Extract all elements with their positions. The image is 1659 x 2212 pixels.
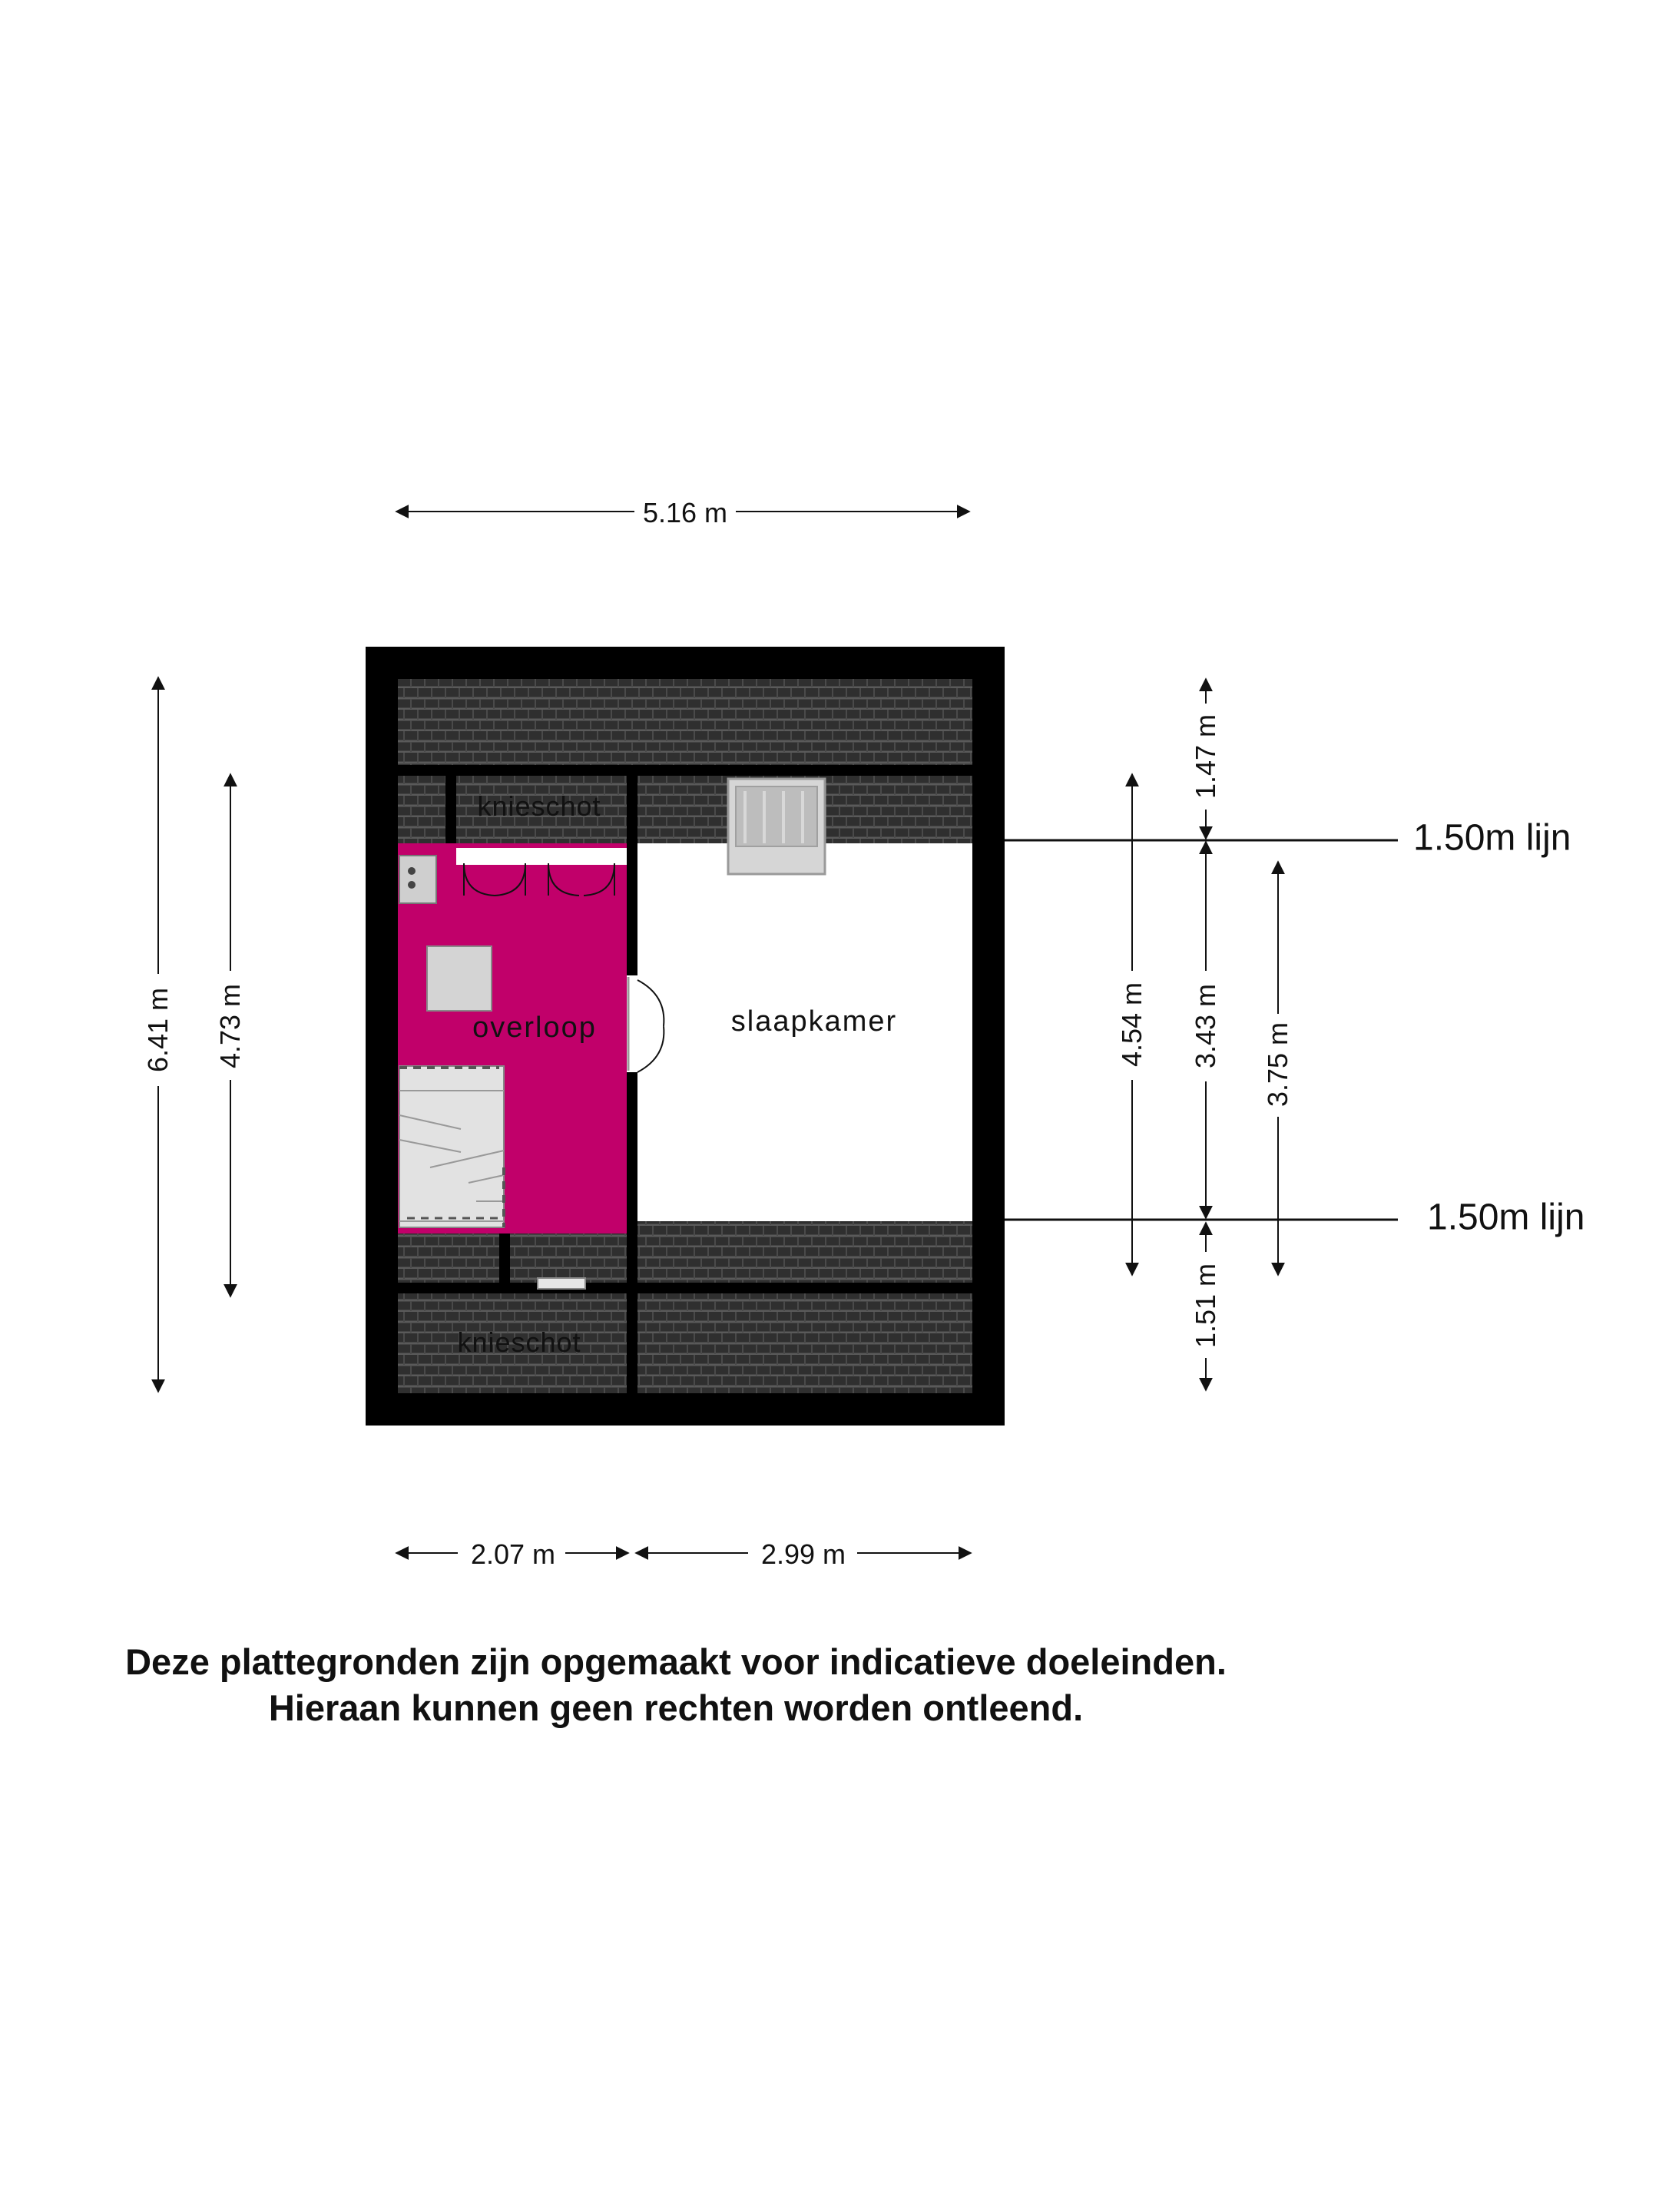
slaapkamer-room — [637, 843, 972, 1221]
roof-tiles-bottom-left — [398, 1293, 627, 1393]
roof-tiles-bottom-right — [637, 1293, 972, 1393]
room-label-knieschot-top: knieschot — [477, 790, 601, 822]
interior-wall — [499, 1226, 510, 1293]
roof-tiles-top — [398, 679, 972, 765]
height-line-label-top: 1.50m lijn — [1413, 818, 1571, 859]
room-label-overloop: overloop — [472, 1012, 597, 1044]
door-swing-icon — [637, 979, 665, 1073]
cabinet-icon — [426, 945, 492, 1012]
roof-tiles-upper-mid — [456, 776, 627, 843]
dimension-total-width: 5.16 m — [643, 497, 727, 528]
closet-band — [456, 848, 627, 865]
dimension-width-right: 2.99 m — [761, 1538, 846, 1570]
disclaimer-line-2: Hieraan kunnen geen rechten worden ontle… — [268, 1687, 1084, 1728]
disclaimer-line-1: Deze plattegronden zijn opgemaakt voor i… — [125, 1641, 1227, 1682]
appliance-icon — [399, 855, 437, 904]
dimension-right-1-47: 1.47 m — [1190, 714, 1221, 799]
roof-tiles-upper-left — [398, 776, 445, 843]
dimension-right-3-43: 3.43 m — [1190, 984, 1221, 1068]
interior-wall — [398, 765, 972, 776]
dimension-depth-inner: 4.73 m — [214, 984, 246, 1068]
interior-wall — [398, 1283, 972, 1293]
closet-door-icon — [463, 863, 615, 896]
dimension-right-1-51: 1.51 m — [1190, 1263, 1221, 1348]
height-line-label-bottom: 1.50m lijn — [1427, 1197, 1584, 1238]
roof-tiles-lower-right — [637, 1221, 972, 1283]
dimension-right-4-54: 4.54 m — [1116, 982, 1147, 1067]
interior-wall — [627, 765, 637, 1393]
dimension-total-depth: 6.41 m — [142, 988, 174, 1072]
room-label-knieschot-bottom: knieschot — [457, 1326, 581, 1358]
dimension-right-3-75: 3.75 m — [1262, 1022, 1293, 1107]
dimension-width-left: 2.07 m — [471, 1538, 555, 1570]
room-label-slaapkamer: slaapkamer — [731, 1005, 897, 1038]
stairs-icon — [399, 1065, 505, 1228]
skylight-glass — [735, 786, 818, 847]
vent-icon — [537, 1277, 586, 1290]
interior-wall — [445, 765, 456, 863]
